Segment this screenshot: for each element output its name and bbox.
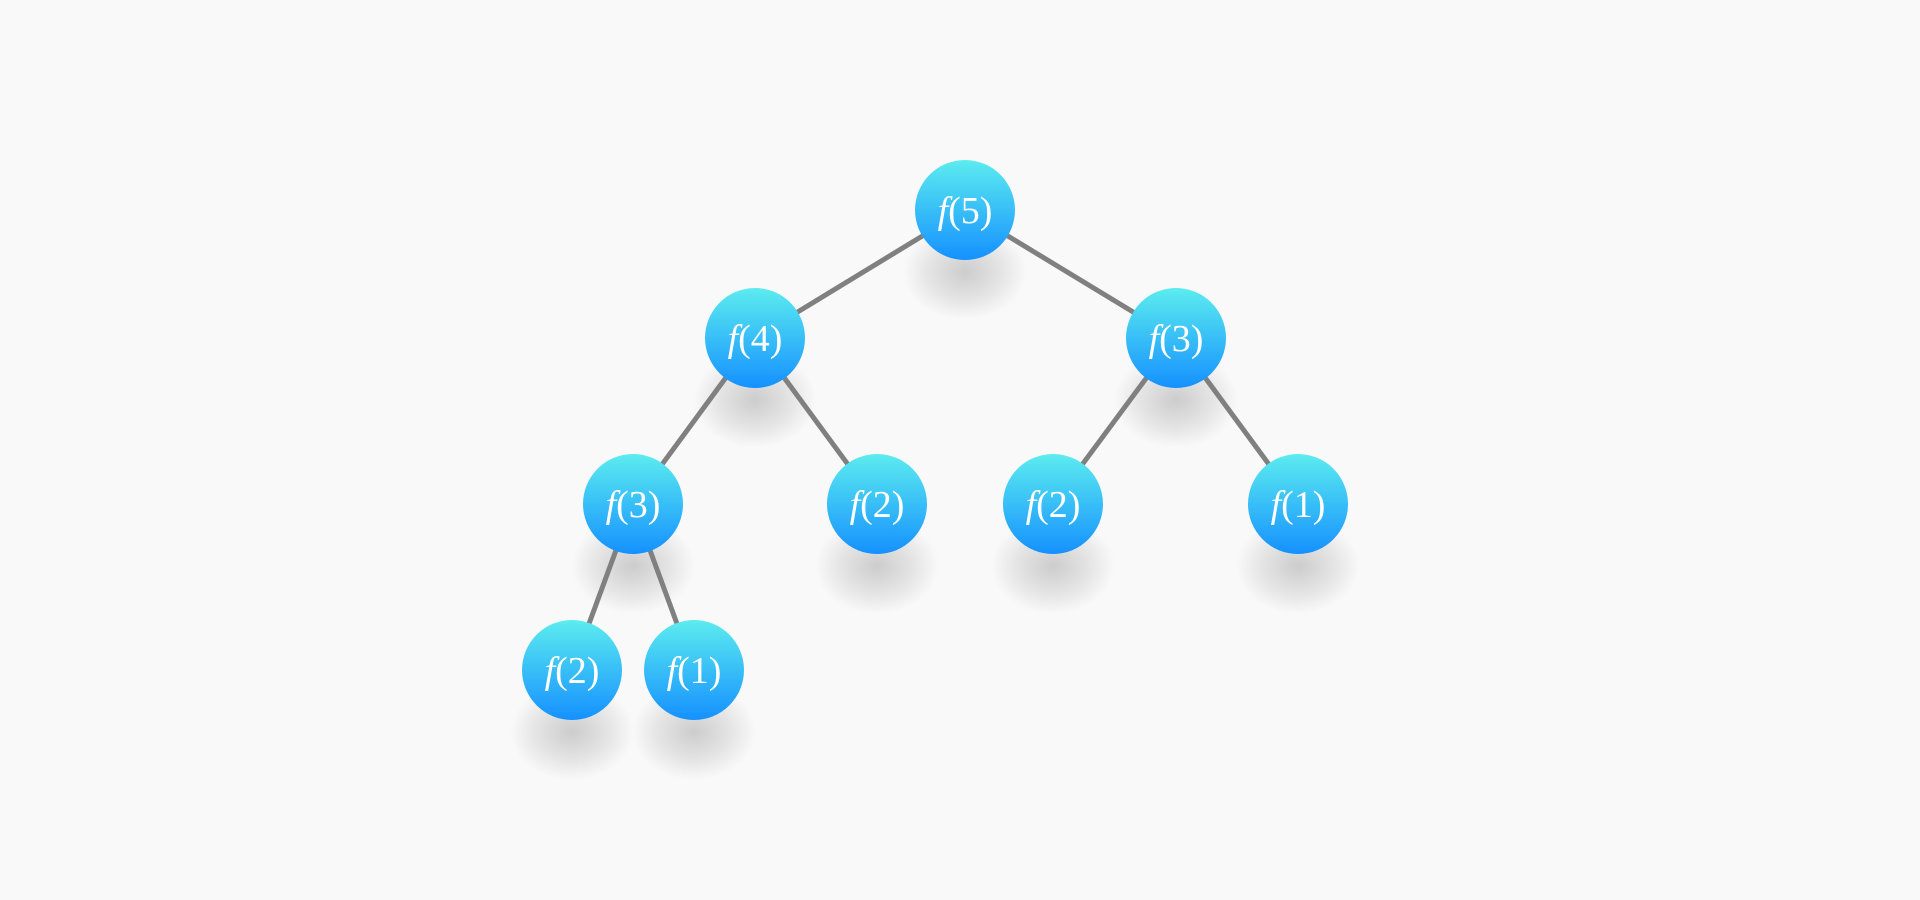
node-label: f(1) xyxy=(1271,484,1326,526)
tree-node: f(5) xyxy=(915,160,1015,260)
tree-edge xyxy=(1201,374,1273,468)
tree-node: f(2) xyxy=(827,454,927,554)
node-circle xyxy=(522,620,622,720)
node-label: f(1) xyxy=(667,650,722,692)
edge-layer xyxy=(586,232,1273,628)
node-circle xyxy=(1126,288,1226,388)
tree-node: f(4) xyxy=(705,288,805,388)
node-circle xyxy=(1248,454,1348,554)
node-argument: (2) xyxy=(860,484,904,526)
node-label: f(5) xyxy=(938,190,993,232)
node-label: f(2) xyxy=(850,484,905,526)
tree-edge xyxy=(793,232,927,316)
node-argument: (2) xyxy=(555,650,599,692)
tree-node: f(3) xyxy=(1126,288,1226,388)
tree-node: f(1) xyxy=(1248,454,1348,554)
node-label: f(3) xyxy=(1149,318,1204,360)
tree-edge xyxy=(647,546,680,628)
tree-edge xyxy=(1079,374,1150,468)
node-circle xyxy=(644,620,744,720)
node-label: f(4) xyxy=(728,318,783,360)
node-label: f(3) xyxy=(606,484,661,526)
node-circle xyxy=(1003,454,1103,554)
tree-edge xyxy=(780,374,852,468)
node-circle xyxy=(583,454,683,554)
node-label: f(2) xyxy=(1026,484,1081,526)
node-label: f(2) xyxy=(545,650,600,692)
node-argument: (1) xyxy=(1281,484,1325,526)
node-argument: (3) xyxy=(1159,318,1203,360)
node-layer: f(5) f(4) f(3) f(3) f(2) f(2) f(1) f(2) f(1) xyxy=(522,160,1348,720)
tree-edge xyxy=(586,546,619,628)
tree-node: f(3) xyxy=(583,454,683,554)
node-circle xyxy=(705,288,805,388)
node-argument: (5) xyxy=(948,190,992,232)
node-argument: (1) xyxy=(677,650,721,692)
tree-node: f(1) xyxy=(644,620,744,720)
node-circle xyxy=(915,160,1015,260)
node-argument: (4) xyxy=(738,318,782,360)
tree-edge xyxy=(1003,232,1138,316)
tree-node: f(2) xyxy=(522,620,622,720)
node-argument: (2) xyxy=(1036,484,1080,526)
node-argument: (3) xyxy=(616,484,660,526)
tree-edge xyxy=(658,374,730,468)
tree-node: f(2) xyxy=(1003,454,1103,554)
node-circle xyxy=(827,454,927,554)
